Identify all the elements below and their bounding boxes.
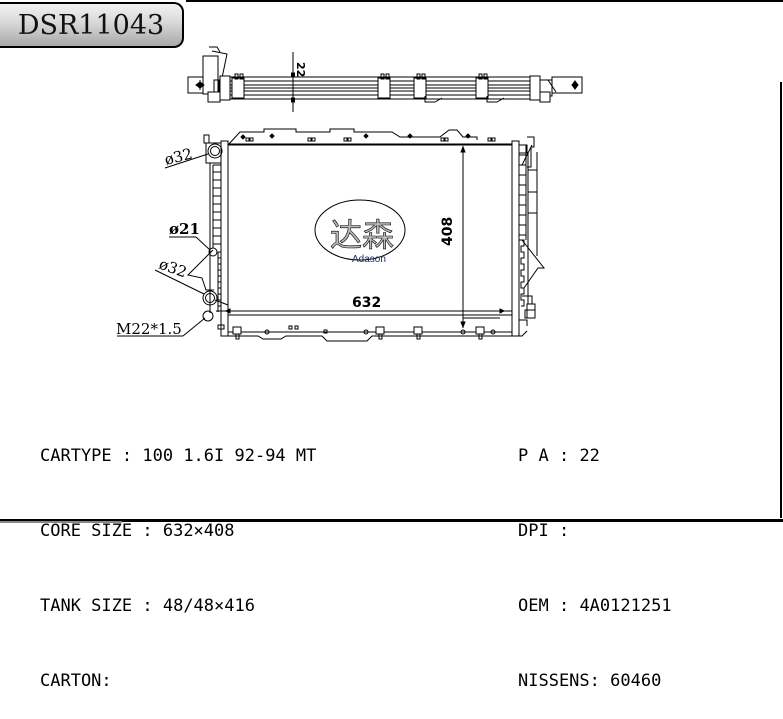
frame-bottom-border	[0, 519, 783, 522]
outlet-diameter-callout: ø32	[157, 255, 190, 282]
front-view: 632 408 ø32 ø21 ø32 M22*1.5 达森 Adason	[116, 128, 546, 342]
top-view: 22	[187, 46, 583, 112]
spec-block-left: CARTYPE : 100 1.6I 92-94 MT CORE SIZE : …	[40, 394, 316, 719]
frame-top-border	[186, 0, 783, 2]
spec-pa: P A : 22	[518, 446, 600, 466]
spec-nissens: NISSENS: 60460	[518, 671, 662, 691]
part-number-badge: DSR11043	[0, 2, 184, 48]
spec-oem: OEM : 4A0121251	[518, 596, 672, 616]
logo-chinese: 达森	[330, 216, 394, 254]
width-dimension-label: 632	[352, 295, 381, 311]
inlet-diameter-callout: ø32	[163, 145, 195, 169]
logo-english: Adason	[352, 254, 386, 265]
spec-block-right: P A : 22 DPI : OEM : 4A0121251 NISSENS: …	[518, 394, 672, 719]
spec-tank-size: TANK SIZE : 48/48×416	[40, 596, 255, 616]
frame-right-border	[780, 82, 782, 518]
depth-dimension-label: 22	[294, 62, 307, 77]
spec-cartype: CARTYPE : 100 1.6I 92-94 MT	[40, 446, 317, 466]
sensor-diameter-callout: ø21	[169, 220, 200, 238]
part-number: DSR11043	[17, 9, 165, 41]
spec-carton: CARTON:	[40, 671, 112, 691]
frame-bottom-shadow	[0, 521, 122, 523]
radiator-drawing: 22	[116, 46, 583, 342]
drain-thread-callout: M22*1.5	[116, 320, 182, 338]
height-dimension-label: 408	[440, 217, 456, 246]
